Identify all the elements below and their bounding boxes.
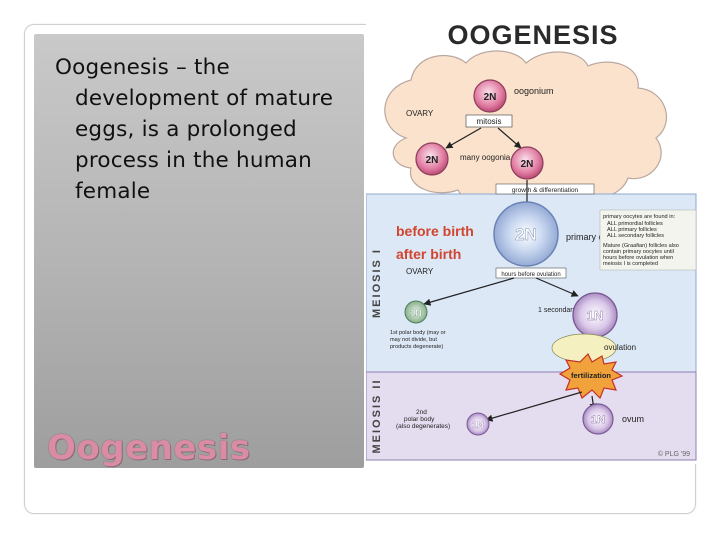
label-ovum: ovum: [622, 414, 644, 424]
label-oogonium: oogonium: [514, 86, 554, 96]
primary-oocyte-cell: [493, 201, 559, 267]
label-growth: growth & differentiation: [512, 187, 579, 194]
arrow-mitosis-right: [497, 127, 522, 149]
second-polar-ploidy: 1N: [472, 420, 484, 430]
oogonia-left-ploidy: 2N: [426, 155, 439, 166]
diagram-heading: OOGENESIS: [447, 20, 618, 50]
slide-title: Oogenesis: [47, 428, 251, 468]
text-panel: [34, 34, 364, 468]
label-before-birth: before birth: [396, 223, 474, 239]
meiosis-2-label: MEIOSIS II: [371, 378, 383, 453]
ovum-ploidy: 1N: [591, 414, 605, 426]
label-fertilization: fertilization: [571, 371, 611, 380]
oogonium-ploidy: 2N: [484, 92, 497, 103]
label-secondary-oocyte: 1 secondary Oocyte: [538, 307, 600, 314]
label-after-birth: after birth: [396, 246, 461, 262]
arrow-mitosis-left: [445, 127, 482, 149]
note2-c: hours before ovulation when: [603, 255, 673, 261]
meiosis-2-band: [366, 371, 697, 461]
body-text: Oogenesis – the development of mature eg…: [55, 55, 334, 204]
note2-a: Mature (Graafian) follicles also: [603, 243, 679, 249]
label-ovulation: ovulation: [604, 343, 636, 352]
oogonia-cell-right: [510, 146, 544, 180]
note1-a: primary oocytes are found in:: [603, 214, 676, 220]
meiosis-1-label: MEIOSIS I: [371, 248, 383, 318]
notes-box: [599, 209, 697, 271]
arrow-to-secondary: [535, 277, 579, 297]
primary-oocyte-ploidy: 2N: [515, 225, 537, 244]
copyright: © PLG '99: [658, 450, 690, 458]
label-hours-before: hours before ovulation: [501, 272, 560, 278]
first-polar-body-cell: [404, 300, 428, 324]
label-mitosis: mitosis: [477, 117, 502, 126]
growth-box: [495, 183, 595, 195]
oogonia-cell-left: [415, 142, 449, 176]
note1-b: ALL primordial follicles: [607, 221, 663, 227]
ovary-cloud: [384, 50, 667, 208]
label-many-oogonia: many oogonia: [460, 153, 511, 162]
mitosis-box: [465, 114, 513, 128]
note2-d: meiosis I is completed: [603, 261, 658, 267]
fertilization-burst: [558, 352, 624, 400]
label-primary-oocyte: primary oocyte: [566, 232, 625, 242]
note1-c: ALL primary follicles: [607, 227, 657, 233]
second-polar-body-cell: [466, 412, 490, 436]
oogonia-right-ploidy: 2N: [521, 159, 534, 170]
ovum-cell: [582, 403, 614, 435]
arrow-to-polar2: [485, 391, 583, 422]
arrow-to-polar1: [423, 277, 515, 306]
label-ovary-mid: OVARY: [406, 267, 434, 276]
first-polar-ploidy: 1N: [410, 308, 422, 318]
note1-d: ALL secondary follicles: [607, 233, 664, 239]
hours-box: [495, 267, 567, 279]
secondary-oocyte-ploidy: 1N: [587, 308, 604, 323]
note2-b: contain primary oocytes until: [603, 249, 674, 255]
label-ovary-top: OVARY: [406, 109, 434, 118]
oogonium-cell: [473, 79, 507, 113]
oogenesis-diagram: OOGENESIS MEIOSIS I MEIOSIS II 2N oogoni…: [366, 18, 700, 464]
